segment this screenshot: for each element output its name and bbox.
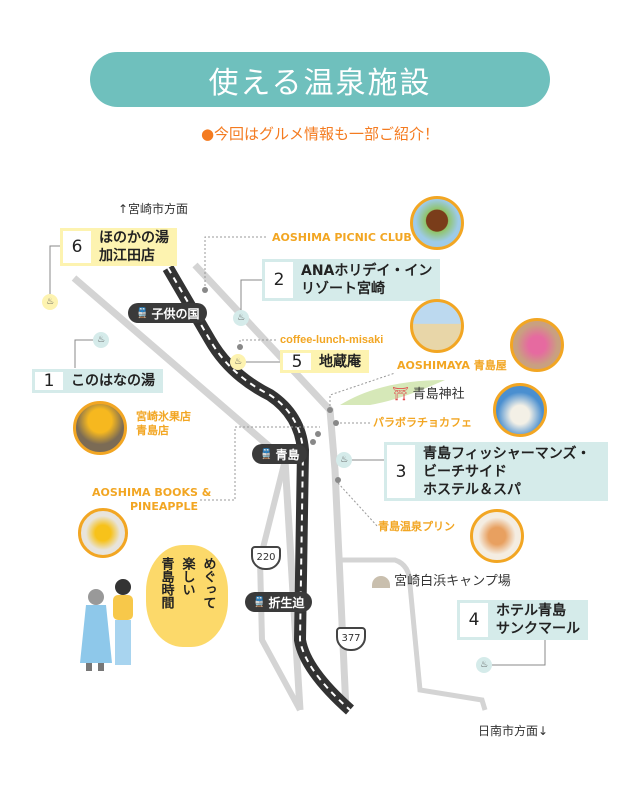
shrine-name: 青島神社 [412, 387, 465, 402]
facility-name: このはなの湯 [71, 373, 155, 389]
page-title: 使える温泉施設 [90, 52, 550, 107]
facility-number: 1 [35, 372, 63, 390]
facility-number: 3 [387, 445, 415, 498]
gourmet-aoshimaya[interactable]: AOSHIMAYA 青島屋 [397, 359, 507, 372]
subtitle: ●今回はグルメ情報も一部ご紹介！ [200, 125, 440, 143]
facility-number: 5 [283, 353, 311, 371]
facility-name: リゾート宮崎 [301, 281, 385, 297]
burger-photo [410, 196, 464, 250]
facility-name: ホステル＆スパ [423, 481, 521, 498]
gourmet-name: 宮崎氷果店 [136, 410, 191, 423]
train-icon: 🚆 [253, 596, 266, 608]
facility-name: ANAホリデイ・イン [301, 263, 433, 279]
facility-name: ホテル青島 [496, 603, 566, 619]
station-name: 折生迫 [268, 595, 305, 610]
direction-south: 日南市方面↓ [478, 724, 549, 738]
facility-1[interactable]: 1 このはなの湯 [32, 369, 163, 393]
facility-6[interactable]: 6 ほのかの湯加江田店 [60, 228, 177, 266]
gourmet-books[interactable]: AOSHIMA BOOKS &PINEAPPLE [92, 486, 212, 514]
travelers-illustration [80, 579, 133, 671]
facility-number: 2 [265, 262, 293, 298]
facility-name: サンクマール [496, 621, 580, 637]
tent-icon [372, 575, 390, 588]
facility-5[interactable]: 5 地蔵庵 [280, 350, 369, 373]
aoshima-island [340, 380, 445, 405]
crepe-photo [510, 318, 564, 372]
gourmet-picnic-club[interactable]: AOSHIMA PICNIC CLUB [272, 231, 412, 244]
facility-number: 6 [63, 231, 91, 263]
facility-number: 4 [460, 603, 488, 637]
shrine-icon: ⛩ [392, 387, 409, 402]
drink-photo [410, 299, 464, 353]
bubble-text: 青島時間 [158, 557, 174, 609]
gourmet-name: PINEAPPLE [129, 500, 198, 513]
bubble-text: めぐって [200, 557, 216, 609]
road-national [192, 262, 350, 711]
facility-name: ほのかの湯 [99, 230, 169, 246]
station-kodomonokuni: 🚆子供の国 [128, 303, 208, 323]
gourmet-purin[interactable]: 青島温泉プリン [378, 520, 455, 533]
facility-name: 加江田店 [99, 248, 155, 264]
speech-bubble: めぐって 楽しい 青島時間 [146, 545, 228, 647]
route-220-sign: 220 [251, 546, 281, 570]
station-oryuzako: 🚆折生迫 [245, 592, 313, 612]
bubble-text: 楽しい [179, 557, 195, 596]
facility-name: 青島フィッシャーマンズ・ [423, 445, 591, 462]
station-name: 子供の国 [151, 306, 200, 321]
shaved-ice-photo [73, 401, 127, 455]
onsen-icon: ♨ [230, 354, 246, 370]
onsen-icon: ♨ [93, 332, 109, 348]
gourmet-name: 青島店 [136, 424, 169, 437]
facility-name: 地蔵庵 [319, 353, 361, 370]
gourmet-parabora[interactable]: パラボラチョカフェ [373, 416, 472, 429]
onsen-icon: ♨ [476, 657, 492, 673]
train-icon: 🚆 [260, 448, 273, 460]
softcream-photo [493, 383, 547, 437]
gourmet-hyoka[interactable]: 宮崎氷果店青島店 [136, 410, 191, 438]
direction-north: ↑宮崎市方面 [118, 202, 189, 216]
route-377-sign: 377 [336, 627, 366, 651]
campsite-name: 宮崎白浜キャンプ場 [394, 574, 511, 589]
facility-3[interactable]: 3 青島フィッシャーマンズ・ビーチサイドホステル＆スパ [384, 442, 608, 501]
facility-4[interactable]: 4 ホテル青島サンクマール [457, 600, 588, 640]
station-name: 青島 [275, 447, 300, 462]
facility-2[interactable]: 2 ANAホリデイ・インリゾート宮崎 [262, 259, 441, 301]
onsen-icon: ♨ [336, 452, 352, 468]
gourmet-name: AOSHIMA BOOKS & [92, 486, 212, 499]
onsen-icon: ♨ [42, 294, 58, 310]
onsen-icon: ♨ [233, 310, 249, 326]
train-icon: 🚆 [136, 307, 149, 319]
pineapple-juice-photo [78, 508, 128, 558]
station-aoshima: 🚆青島 [252, 444, 308, 464]
gourmet-misaki[interactable]: coffee-lunch-misaki [280, 334, 384, 346]
shrine-label: ⛩ 青島神社 [392, 383, 465, 402]
campsite-label: 宮崎白浜キャンプ場 [372, 570, 511, 589]
facility-name: ビーチサイド [423, 463, 507, 480]
pudding-photo [470, 509, 524, 563]
road-coast [342, 557, 488, 711]
